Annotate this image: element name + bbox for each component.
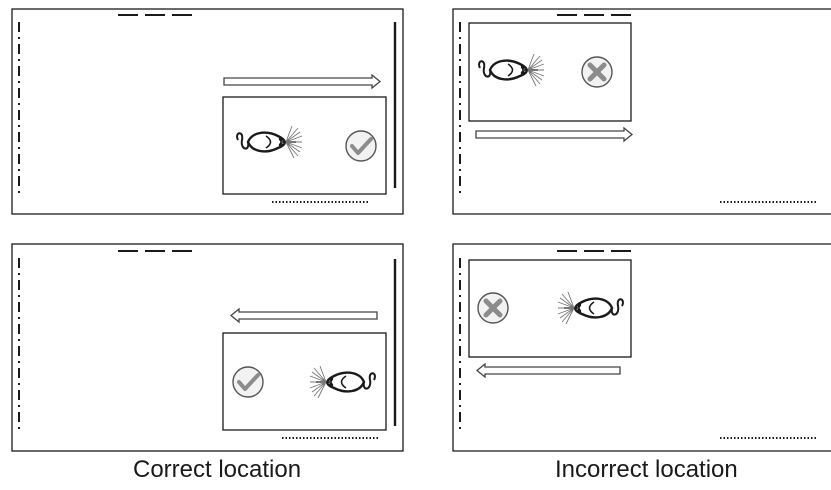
- mouse-icon: [558, 292, 623, 324]
- subpanel-bottom-right: [222, 96, 387, 195]
- subpanel-top-left: [468, 259, 632, 358]
- check-icon: [345, 130, 377, 162]
- cross-icon: [581, 56, 613, 88]
- panel-bottom-right: [452, 243, 831, 452]
- panel-bottom-left: [11, 243, 404, 452]
- subpanel-top-left: [468, 22, 632, 122]
- caption-correct-location: Correct location: [133, 456, 302, 483]
- arrow-left: [229, 307, 378, 324]
- check-icon: [232, 366, 264, 398]
- subpanel-bottom-right: [222, 332, 387, 431]
- panel-top-right: [452, 8, 831, 215]
- mouse-icon: [235, 124, 304, 160]
- arrow-left: [475, 362, 621, 379]
- caption-incorrect-location: Incorrect location: [555, 456, 738, 483]
- mouse-icon: [477, 52, 546, 88]
- arrow-right: [475, 126, 634, 143]
- panel-top-left: [11, 8, 404, 215]
- arrow-right: [223, 73, 382, 90]
- mouse-icon: [310, 366, 375, 398]
- cross-icon: [477, 292, 509, 324]
